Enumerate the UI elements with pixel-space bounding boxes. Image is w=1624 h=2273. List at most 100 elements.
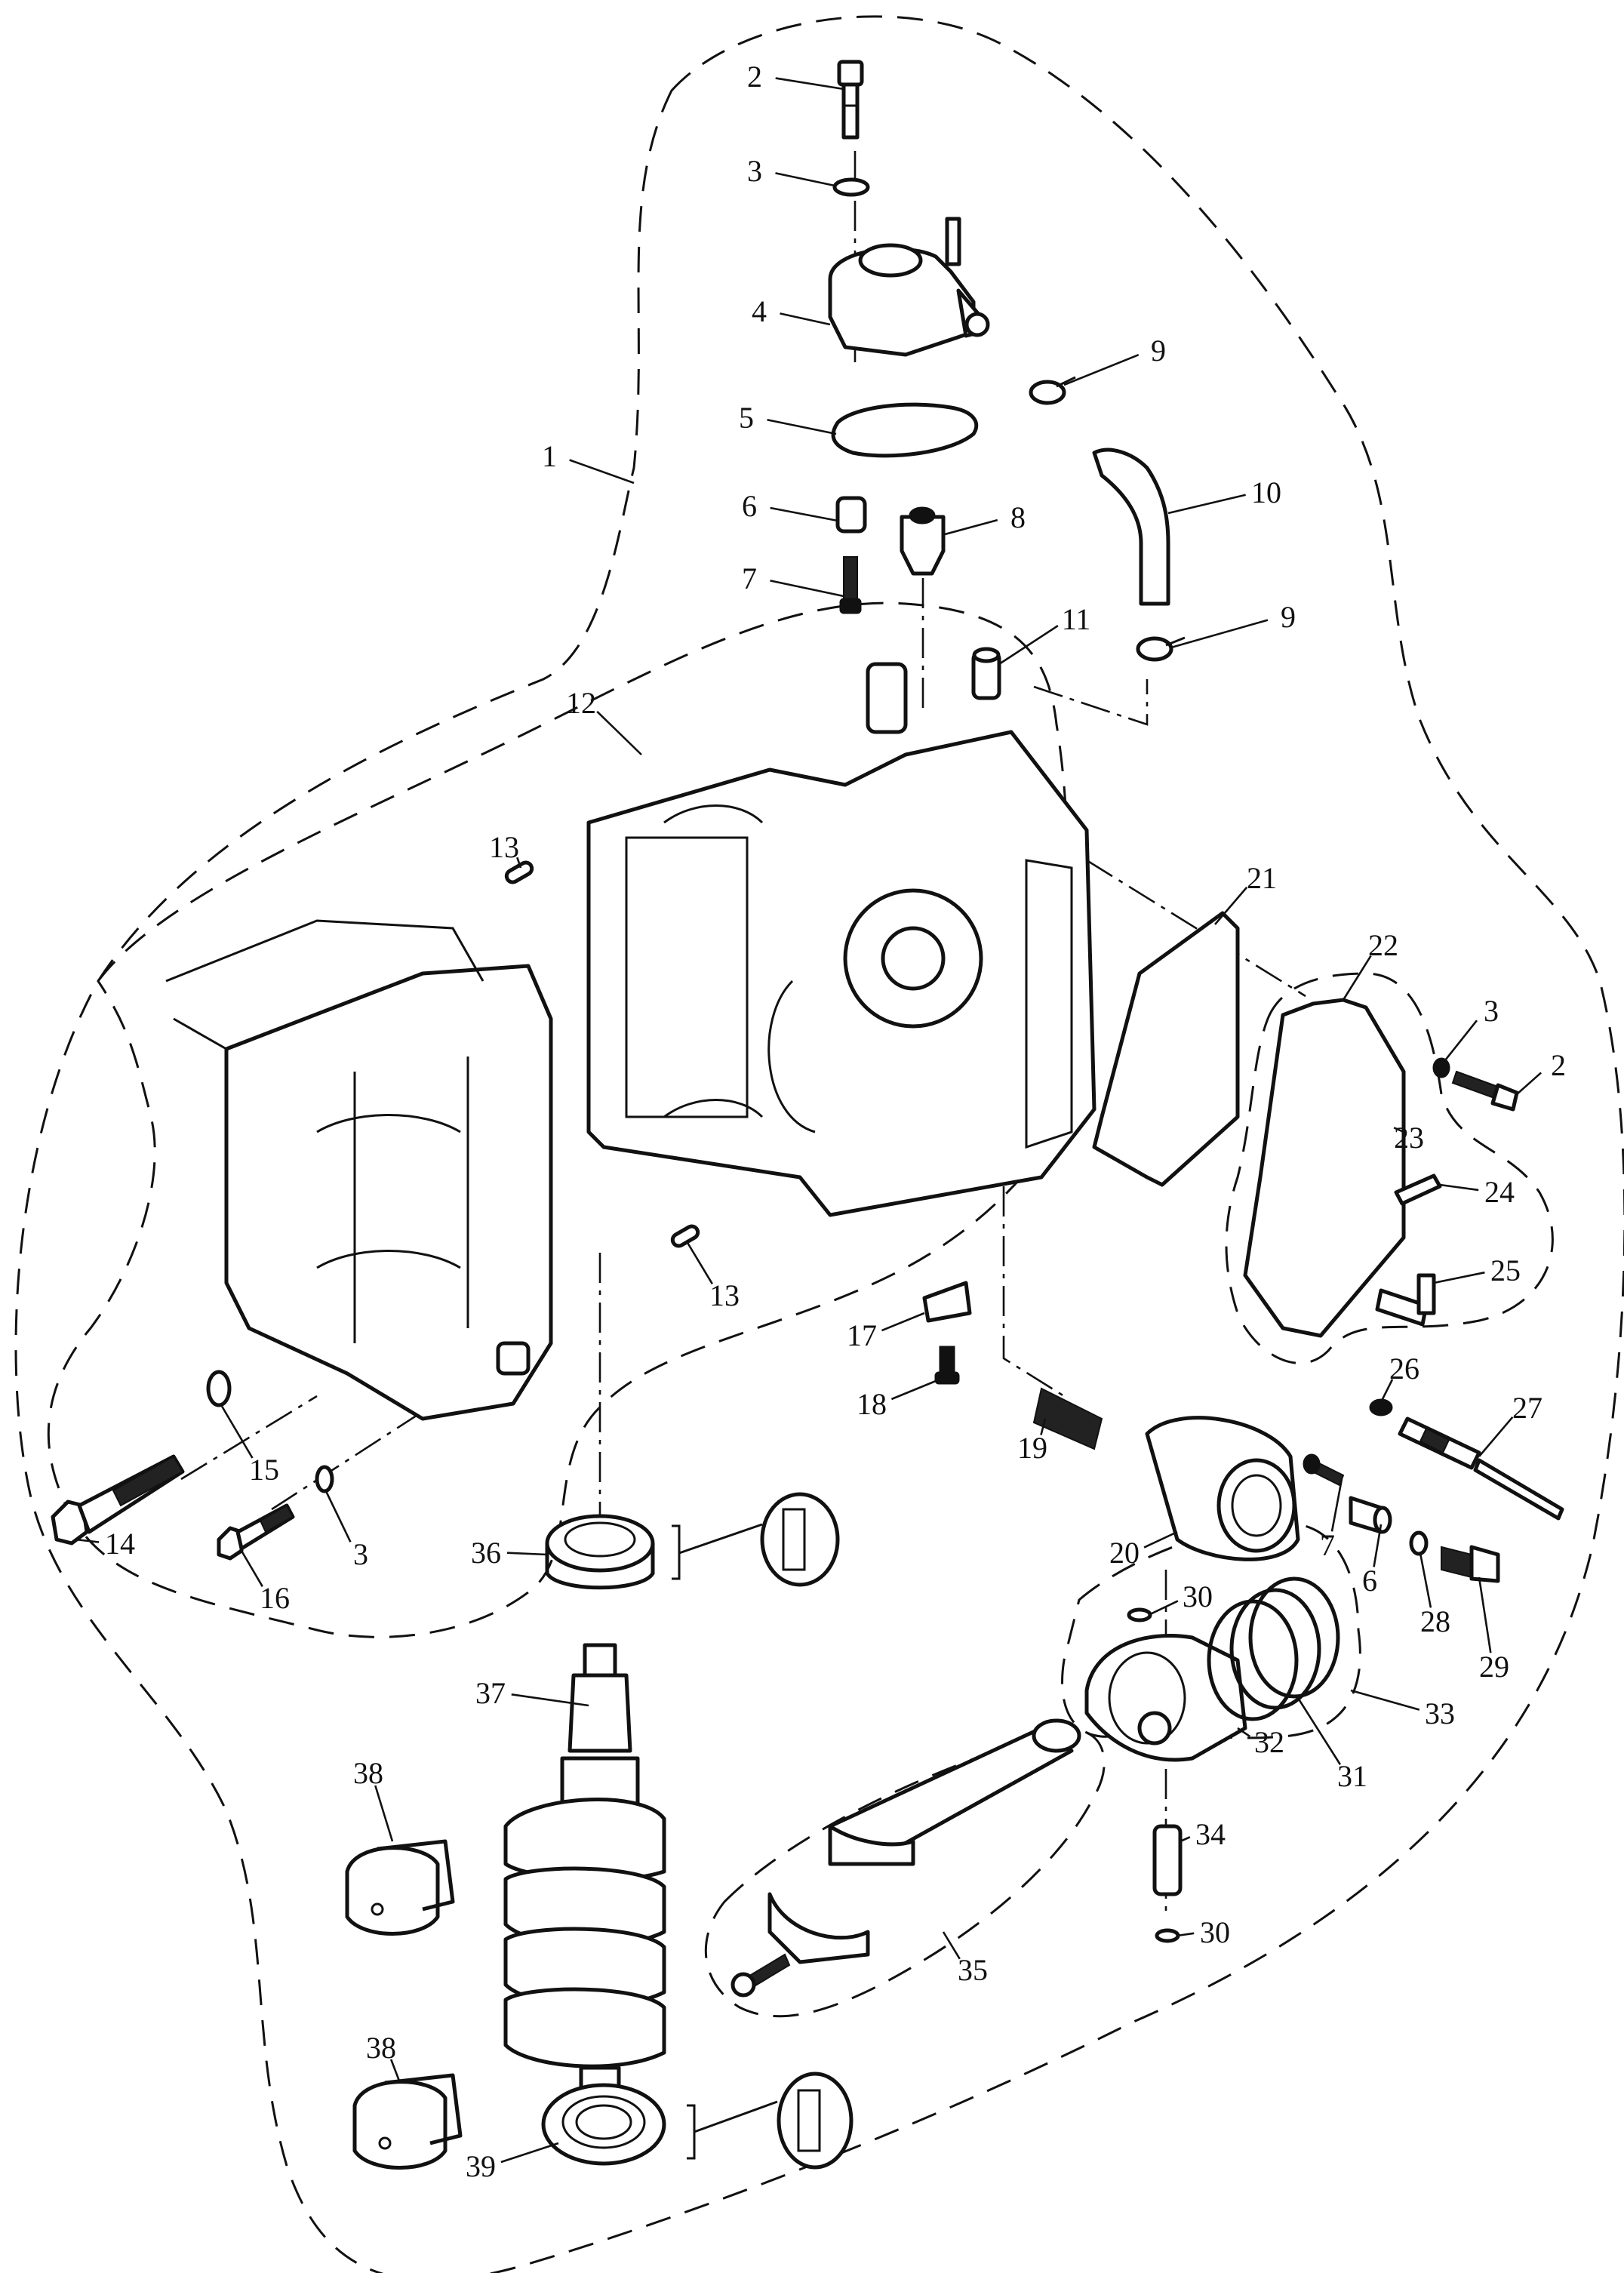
callout-leader-line	[775, 172, 835, 187]
callout-number: 22	[1368, 928, 1398, 962]
callout-leader-line	[1143, 1530, 1178, 1549]
gasket-21	[1092, 911, 1240, 1187]
callout-13: 13	[685, 1241, 740, 1312]
callout-3: 3	[324, 1490, 368, 1571]
hose-clamp-9-top	[1029, 376, 1076, 405]
callout-number: 8	[1010, 500, 1026, 534]
callout-10: 10	[1167, 475, 1281, 515]
callout-leader-line	[1433, 1271, 1485, 1284]
callout-number: 3	[1484, 994, 1499, 1028]
callout-number: 7	[742, 561, 757, 595]
callout-layer: 1234567891091112131314151631718192021223…	[75, 60, 1566, 2183]
crankcase	[165, 919, 553, 1421]
callout-31: 31	[1296, 1697, 1367, 1793]
callout-number: 7	[1320, 1528, 1335, 1562]
callout-39: 39	[466, 2142, 559, 2183]
callout-number: 11	[1062, 602, 1091, 636]
callout-leader-line	[1393, 1127, 1404, 1133]
callout-leader-line	[1040, 1418, 1047, 1435]
callout-leader-line	[1167, 494, 1246, 515]
callout-leader-line	[1478, 1416, 1514, 1457]
bolt-2-top	[837, 60, 864, 140]
callout-38: 38	[353, 1756, 394, 1842]
callout-number: 9	[1151, 334, 1166, 368]
callout-number: 3	[747, 154, 762, 188]
bracket-detail-upper	[672, 1492, 840, 1587]
callout-8: 8	[944, 500, 1026, 536]
callout-leader-line	[767, 418, 837, 435]
callout-28: 28	[1419, 1552, 1450, 1638]
callout-leader-line	[770, 506, 838, 522]
thermostat-cover-4	[828, 217, 990, 357]
callout-23: 23	[1393, 1121, 1424, 1155]
callout-leader-line	[685, 1241, 713, 1284]
callout-leader-line	[1342, 955, 1372, 1001]
callout-3: 3	[747, 154, 835, 188]
water-hose-10	[1092, 448, 1170, 606]
bolt-7-right	[1303, 1453, 1345, 1487]
callout-leader-line	[770, 580, 844, 598]
callout-number: 29	[1479, 1650, 1509, 1684]
gasket-26	[1369, 1398, 1393, 1416]
callout-number: 26	[1389, 1352, 1419, 1386]
assembly-boundary-conrod	[704, 1728, 1106, 2018]
callout-2: 2	[747, 60, 844, 94]
washer-3-top	[832, 177, 870, 197]
bolt-7-top	[839, 556, 862, 614]
callout-35: 35	[942, 1931, 988, 1987]
dowel-pin-13-upper	[504, 860, 534, 884]
callout-22: 22	[1342, 928, 1398, 1001]
bearing-38-upper	[345, 1839, 455, 1936]
callout-14: 14	[75, 1527, 135, 1561]
connecting-rod-35	[730, 1718, 1081, 1998]
callout-number: 21	[1247, 861, 1277, 895]
callout-leader-line	[1180, 1836, 1191, 1843]
callout-leader-line	[998, 625, 1059, 666]
callout-29: 29	[1478, 1576, 1509, 1684]
washer-3-right	[1432, 1057, 1450, 1078]
bracket-detail-lower	[687, 2072, 854, 2170]
callout-36: 36	[471, 1536, 548, 1570]
o-ring-28	[1409, 1530, 1429, 1556]
thermostat-8	[900, 506, 946, 576]
callout-number: 14	[105, 1527, 135, 1561]
hose-clamp-9-bottom	[1136, 636, 1186, 662]
callout-number: 16	[260, 1581, 290, 1615]
callout-37: 37	[475, 1676, 589, 1710]
callout-24: 24	[1439, 1175, 1515, 1209]
centerline-hose	[1033, 679, 1149, 726]
bolt-14	[51, 1454, 185, 1546]
callout-leader-line	[1516, 1072, 1542, 1095]
callout-leader-line	[324, 1490, 352, 1543]
callout-9: 9	[1063, 334, 1166, 386]
sensor-27	[1398, 1416, 1564, 1521]
callout-leader-line	[1419, 1552, 1432, 1608]
callout-leader-line	[511, 1693, 589, 1707]
callout-number: 5	[739, 401, 754, 435]
callout-leader-line	[389, 2059, 401, 2084]
piston-32	[1084, 1634, 1247, 1762]
callout-30: 30	[1176, 1915, 1230, 1949]
callout-leader-line	[374, 1785, 394, 1842]
callout-9: 9	[1170, 600, 1296, 649]
callout-12: 12	[566, 686, 642, 755]
dowel-pin-13-lower	[670, 1224, 700, 1248]
assembly-boundary-block	[47, 601, 1092, 1638]
callout-leader-line	[500, 2142, 559, 2164]
callout-leader-line	[1170, 619, 1269, 649]
anode-17	[922, 1281, 972, 1323]
callout-number: 1	[542, 439, 557, 473]
callout-15: 15	[219, 1403, 279, 1487]
callout-number: 36	[471, 1536, 501, 1570]
callout-33: 33	[1350, 1689, 1455, 1730]
callout-number: 3	[353, 1537, 368, 1571]
callout-leader-line	[1330, 1478, 1343, 1532]
callout-20: 20	[1109, 1530, 1178, 1570]
callout-4: 4	[752, 294, 831, 328]
callout-30: 30	[1148, 1579, 1213, 1616]
callout-leader-line	[1148, 1600, 1179, 1616]
collar-6-right	[1349, 1496, 1392, 1534]
callout-leader-line	[1379, 1379, 1394, 1403]
callout-16: 16	[240, 1550, 290, 1615]
